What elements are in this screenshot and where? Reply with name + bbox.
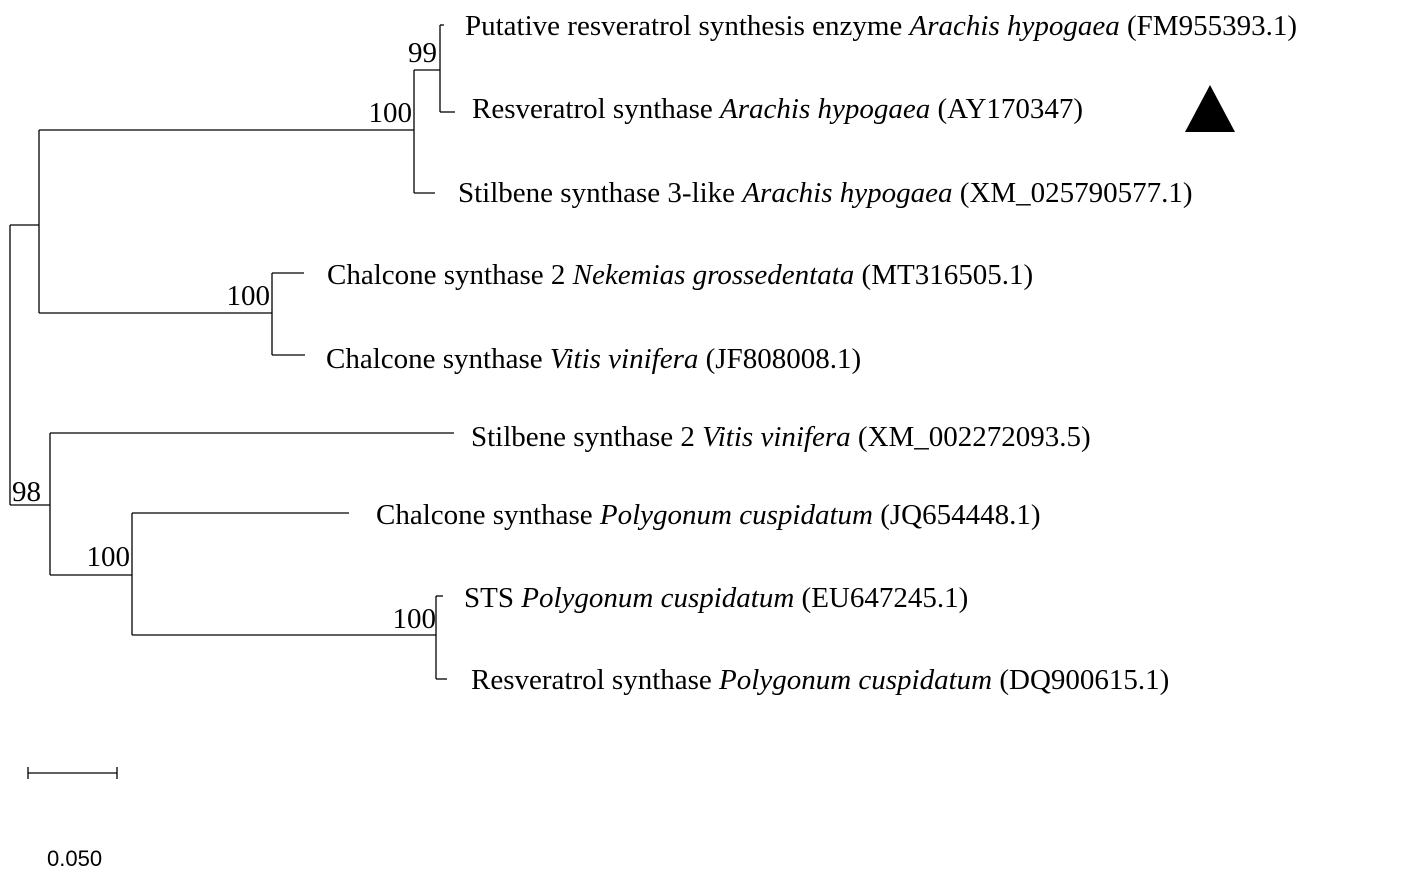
triangle-marker [1185,85,1235,132]
leaf-species: Arachis hypogaea [718,93,937,125]
leaf-label-dq900615: Resveratrol synthase Polygonum cuspidatu… [471,664,1169,696]
leaf-species: Vitis vinifera [550,343,706,375]
leaf-species: Vitis vinifera [702,421,858,453]
leaf-prefix: Resveratrol synthase [471,664,719,696]
support-value-chalcone-pair: 100 [227,280,271,312]
support-value-polygonum-clade: 100 [87,541,131,573]
leaf-accession: (JQ654448.1) [880,499,1040,531]
leaf-label-fm955393: Putative resveratrol synthesis enzyme Ar… [465,10,1297,42]
leaf-species: Nekemias grossedentata [572,259,862,291]
leaf-prefix: Chalcone synthase 2 [327,259,573,291]
leaf-accession: (AY170347) [938,93,1084,125]
leaf-label-ay170347: Resveratrol synthase Arachis hypogaea (A… [472,93,1083,125]
leaf-prefix: Stilbene synthase 2 [471,421,702,453]
leaf-prefix: STS [464,582,521,614]
support-value-arachis-clade: 100 [369,97,413,129]
support-value-sts-pair: 100 [393,603,437,635]
leaf-label-xm025790577: Stilbene synthase 3-like Arachis hypogae… [458,177,1193,209]
leaf-prefix: Chalcone synthase [376,499,600,531]
leaf-species: Polygonum cuspidatum [520,582,801,614]
leaf-species: Polygonum cuspidatum [718,664,999,696]
support-value-arachis-pair: 99 [408,37,437,69]
leaf-prefix: Putative resveratrol synthesis enzyme [465,10,910,42]
leaf-accession: (DQ900615.1) [999,664,1169,696]
leaf-label-eu647245: STS Polygonum cuspidatum (EU647245.1) [464,582,968,614]
leaf-accession: (FM955393.1) [1127,10,1297,42]
leaf-accession: (MT316505.1) [862,259,1034,291]
leaf-species: Arachis hypogaea [908,10,1127,42]
leaf-label-mt316505: Chalcone synthase 2 Nekemias grossedenta… [327,259,1033,291]
leaf-accession: (XM_002272093.5) [858,421,1091,453]
leaf-label-jq654448: Chalcone synthase Polygonum cuspidatum (… [376,499,1041,531]
leaf-species: Polygonum cuspidatum [599,499,880,531]
leaf-accession: (JF808008.1) [706,343,861,375]
leaf-accession: (XM_025790577.1) [960,177,1193,209]
leaf-species: Arachis hypogaea [740,177,959,209]
leaf-prefix: Resveratrol synthase [472,93,720,125]
leaf-prefix: Chalcone synthase [326,343,550,375]
leaf-label-xm002272093: Stilbene synthase 2 Vitis vinifera (XM_0… [471,421,1091,453]
leaf-label-jf808008: Chalcone synthase Vitis vinifera (JF8080… [326,343,861,375]
support-value-lower-clade: 98 [12,476,41,508]
leaf-accession: (EU647245.1) [802,582,969,614]
scale-bar-label: 0.050 [47,846,102,871]
leaf-prefix: Stilbene synthase 3-like [458,177,742,209]
